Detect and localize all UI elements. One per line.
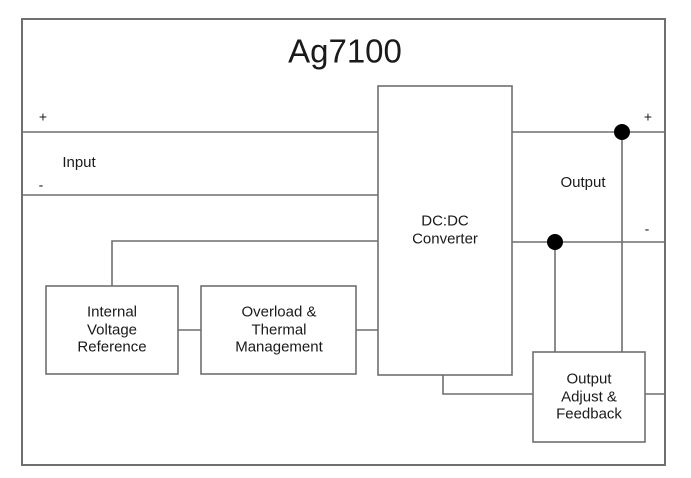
block-label-dcdc-converter: DC:DC Converter [412,212,478,247]
port-label-output: Output [560,174,606,192]
junction-dot-output-minus [547,234,563,250]
wire-dcdc-to-output-adjust [442,375,533,395]
port-label-input-plus: + [38,108,48,125]
block-overload-thermal-management [200,285,357,375]
block-internal-voltage-reference [45,285,179,375]
block-label-internal-voltage-reference: Internal Voltage Reference [77,303,147,356]
block-output-adjust-feedback [532,351,646,443]
port-label-input: Input [62,154,96,172]
block-label-overload-thermal-management: Overload & Thermal Management [235,303,323,356]
port-label-input-minus: - [38,176,44,193]
junction-dot-output-plus [614,124,630,140]
port-label-output-minus: - [644,220,650,237]
wire-dcdc-to-voltage-reference [111,240,378,286]
port-label-output-plus: + [643,108,653,125]
block-label-output-adjust-feedback: Output Adjust & Feedback [556,370,622,423]
diagram-title: Ag7100 [288,32,402,70]
block-dcdc-converter [377,85,513,376]
